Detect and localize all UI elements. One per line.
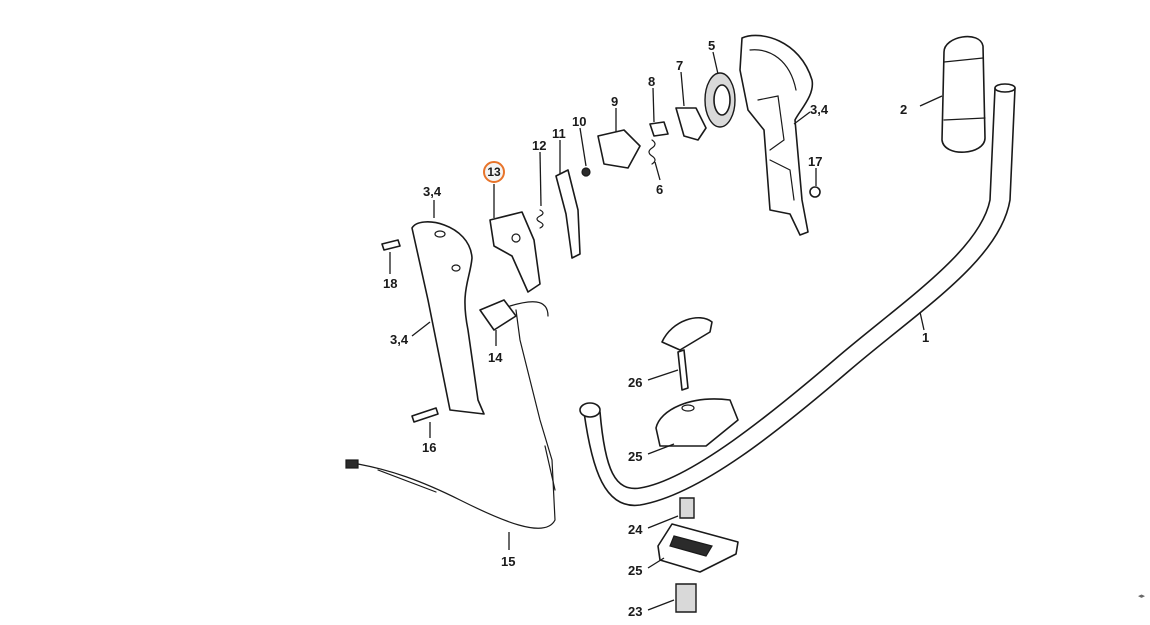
part-1-handlebar-tube[interactable] [579,83,1016,507]
callout-2[interactable]: 2 [900,102,907,117]
part-8-clip[interactable] [649,121,669,137]
callouts: 2 3,4 5 7 8 6 9 10 11 12 13 3,4 18 3,4 1… [383,38,929,619]
part-2-grip[interactable] [941,35,986,153]
leader-lines [389,51,943,611]
part-12-spring[interactable] [536,209,544,229]
part-13-throttle-trigger[interactable] [489,211,541,293]
callout-8[interactable]: 8 [648,74,655,89]
callout-7[interactable]: 7 [676,58,683,73]
part-3-4-housing-left[interactable] [411,221,485,415]
callout-24[interactable]: 24 [628,522,643,537]
callout-23[interactable]: 23 [628,604,642,619]
part-14-switch[interactable] [479,299,549,331]
callout-26[interactable]: 26 [628,375,642,390]
callout-16[interactable]: 16 [422,440,436,455]
part-23-spring[interactable] [675,583,697,613]
part-7-lever[interactable] [675,107,707,141]
callout-3-4-left-mid[interactable]: 3,4 [390,332,409,347]
callout-5[interactable]: 5 [708,38,715,53]
callout-18[interactable]: 18 [383,276,397,291]
part-24-spring[interactable] [679,497,695,519]
callout-1[interactable]: 1 [922,330,929,345]
callout-13-highlighted[interactable]: 13 [483,161,505,183]
part-17-nut[interactable] [809,186,821,198]
callout-25-upper[interactable]: 25 [628,449,642,464]
corner-mark: ◂▸ [1138,593,1146,600]
callout-15[interactable]: 15 [501,554,515,569]
callout-9[interactable]: 9 [611,94,618,109]
callout-13: 13 [487,165,501,179]
part-6-spring[interactable] [648,139,656,165]
part-18-screw[interactable] [381,239,401,251]
callout-12[interactable]: 12 [532,138,546,153]
part-9-trigger[interactable] [597,129,641,169]
callout-3-4-top-right[interactable]: 3,4 [810,102,829,117]
callout-3-4-left-top[interactable]: 3,4 [423,184,442,199]
callout-17[interactable]: 17 [808,154,822,169]
part-10-screw[interactable] [581,167,591,177]
callout-6[interactable]: 6 [656,182,663,197]
part-25-clamp-upper[interactable] [655,398,739,447]
part-15-throttle-cable[interactable] [345,309,556,529]
callout-14[interactable]: 14 [488,350,503,365]
callout-11[interactable]: 11 [552,126,566,141]
part-16-screw[interactable] [411,407,439,423]
part-25-clamp-lower[interactable] [657,523,739,573]
callout-10[interactable]: 10 [572,114,586,129]
part-11-lock-lever[interactable] [555,169,581,259]
part-5-thumbwheel[interactable] [704,72,736,128]
part-26-wing-screw[interactable] [661,317,713,391]
callout-25-lower[interactable]: 25 [628,563,642,578]
part-3-4-housing-right[interactable] [739,34,814,236]
